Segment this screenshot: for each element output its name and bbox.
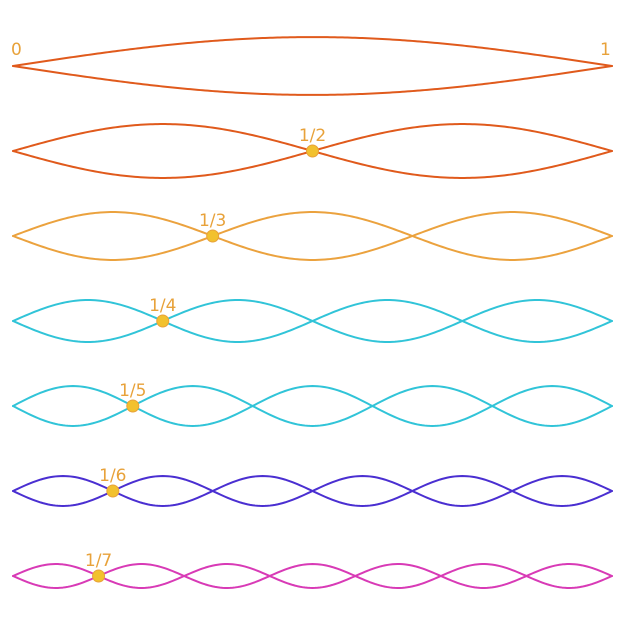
harmonic-7-upper-curve [12,563,613,589]
harmonic-2-node-label: 1/2 [299,126,326,146]
string-end-label: 1 [600,40,611,60]
labels: 0 1 1/2 1/3 1/4 1/5 1/6 1/7 [11,40,611,571]
harmonic-3-upper-curve [12,211,613,261]
harmonic-5-first-node-marker [126,399,140,413]
harmonic-5-node-label: 1/5 [119,381,146,401]
harmonic-4-lower-curve [12,299,613,343]
harmonic-waves [12,36,613,589]
harmonic-3-first-node-marker [206,229,220,243]
harmonic-2-first-node-marker [306,144,319,158]
harmonic-5-lower-curve [12,385,613,427]
harmonic-7-first-node-marker [92,569,106,583]
harmonic-3-lower-curve [12,211,613,261]
node-markers [92,144,319,583]
harmonic-1-lower-curve [12,65,613,96]
harmonic-7-lower-curve [12,563,613,589]
string-start-label: 0 [11,40,22,60]
harmonic-6-node-label: 1/6 [99,466,126,486]
harmonic-7-node-label: 1/7 [85,551,112,571]
harmonic-3-node-label: 1/3 [199,211,226,231]
harmonic-5-upper-curve [12,385,613,427]
harmonic-4-first-node-marker [156,314,170,328]
harmonic-4-node-label: 1/4 [149,296,176,316]
harmonic-1-upper-curve [12,36,613,67]
harmonic-6-first-node-marker [106,484,120,498]
